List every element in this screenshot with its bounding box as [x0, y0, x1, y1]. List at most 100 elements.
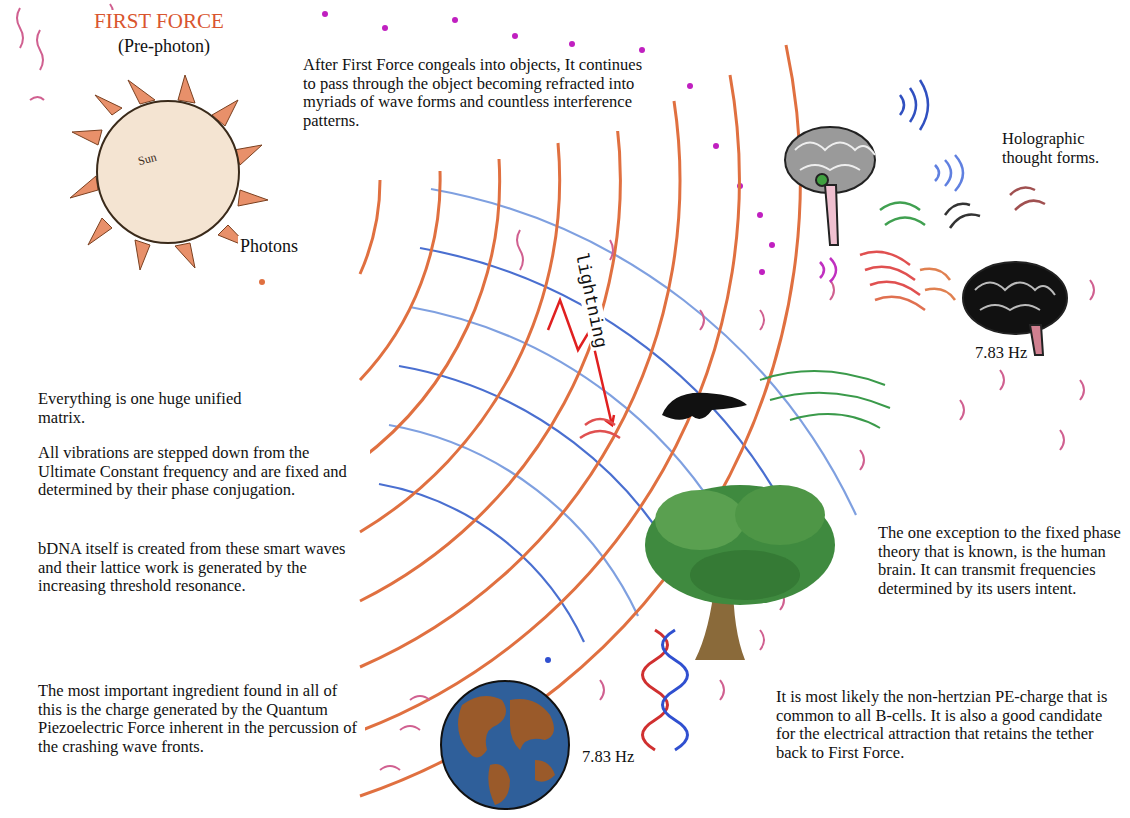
dna-helix-part [663, 630, 688, 750]
squiggles-part [1080, 380, 1084, 400]
lightning-bolt-part [585, 419, 615, 425]
brain-part [816, 174, 828, 186]
brain-part [975, 283, 1055, 296]
thought-waves-part [950, 215, 980, 229]
squiggles-part [600, 680, 604, 700]
orange-waves-part [360, 124, 620, 601]
blue-waves-part [389, 425, 638, 616]
thought-waves-part [885, 218, 925, 226]
orange-waves [360, 45, 800, 796]
label: Photons [238, 236, 300, 256]
thought-waves-part [870, 282, 920, 295]
thought-waves-part [865, 267, 915, 280]
tree-part [645, 485, 835, 605]
tree-part [690, 550, 800, 600]
squiggles-part [410, 696, 430, 700]
earth-part [535, 760, 555, 782]
earth-part [458, 696, 506, 758]
blue-waves-part [379, 484, 584, 642]
squiggles-part [1000, 370, 1004, 390]
thought-waves-part [945, 204, 970, 215]
orange-waves-part [360, 171, 440, 380]
sun-flares-part [95, 95, 122, 115]
sun-circle: Sun [96, 100, 240, 244]
dna-helix [643, 630, 688, 750]
energy-dots-part [713, 143, 719, 149]
brain-part [800, 165, 860, 170]
squiggles-part [37, 30, 43, 70]
thought-waves-part [830, 258, 836, 282]
note: It is most likely the non-hertzian PE-ch… [774, 688, 1126, 763]
frequency-label: 7.83 Hz [580, 748, 636, 767]
energy-dots [322, 11, 775, 275]
orange-waves-part [360, 45, 800, 796]
brain [963, 262, 1067, 355]
thought-waves-part [1010, 187, 1035, 195]
thought-waves-part [820, 262, 824, 278]
subtitle: (Pre-photon) [116, 36, 212, 56]
squiggles-part [860, 450, 864, 470]
energy-dots-part [452, 17, 458, 23]
squiggles-part [517, 230, 523, 270]
thought-waves-part [860, 252, 910, 265]
energy-dots-part [759, 269, 765, 275]
squiggles-part [720, 680, 724, 700]
sun-flares-part [70, 176, 98, 198]
creature-part [662, 393, 747, 420]
blue-waves-part [410, 307, 747, 566]
note: bDNA itself is created from these smart … [36, 540, 360, 596]
tree-part [655, 490, 745, 550]
brain-part [980, 305, 1040, 310]
squiggles-part [400, 726, 420, 730]
thought-waves-part [910, 88, 916, 122]
sun-flares-part [175, 243, 195, 268]
earth-dot-part [545, 657, 551, 663]
squiggles-part [960, 400, 964, 420]
earth [441, 681, 569, 809]
green-waves-part [760, 371, 885, 385]
squiggles-part [1060, 430, 1064, 450]
thought-waves-part [935, 165, 939, 181]
creature [662, 393, 747, 420]
note: The one exception to the fixed phase the… [876, 524, 1124, 599]
thought-waves-part [920, 80, 928, 130]
note: All vibrations are stepped down from the… [36, 444, 370, 500]
squiggles-part [17, 8, 23, 48]
squiggles-part [760, 630, 764, 650]
squiggles-part [1090, 280, 1094, 300]
thought-waves-part [925, 289, 955, 300]
earth-part [488, 764, 510, 805]
label: Holographic thought forms. [1000, 130, 1124, 167]
thought-waves-part [920, 269, 950, 280]
tree-part [735, 485, 825, 545]
energy-dots-part [382, 25, 388, 31]
energy-dots-part [569, 41, 575, 47]
brain-part [785, 127, 875, 193]
orange-waves-part [360, 143, 560, 532]
earth-dot [545, 657, 551, 663]
frequency-label: 7.83 Hz [973, 344, 1029, 363]
squiggles [17, 4, 1094, 770]
energy-dots-part [757, 212, 763, 218]
note: The most important ingredient found in a… [36, 682, 365, 757]
brain-part [795, 143, 875, 156]
squiggles-part [380, 766, 400, 770]
orange-waves-part [360, 101, 680, 667]
brain-part [963, 262, 1067, 334]
thought-waves-part [875, 297, 925, 310]
squiggles-part [610, 240, 613, 260]
note: After First Force congeals into objects,… [301, 56, 660, 131]
energy-dots-part [769, 242, 775, 248]
sun-flares-part [135, 240, 150, 270]
brain-part [1030, 325, 1043, 355]
lightning-bolt-part [580, 431, 620, 438]
blue-waves [379, 189, 856, 642]
sun-flares-part [88, 218, 112, 245]
green-waves-part [790, 414, 880, 428]
thought-waves-part [900, 95, 904, 115]
orange-waves-part [360, 159, 500, 460]
tree [645, 485, 835, 660]
energy-dots-part [322, 11, 328, 17]
sun-flares-part [72, 130, 102, 145]
brain-part [825, 185, 838, 245]
